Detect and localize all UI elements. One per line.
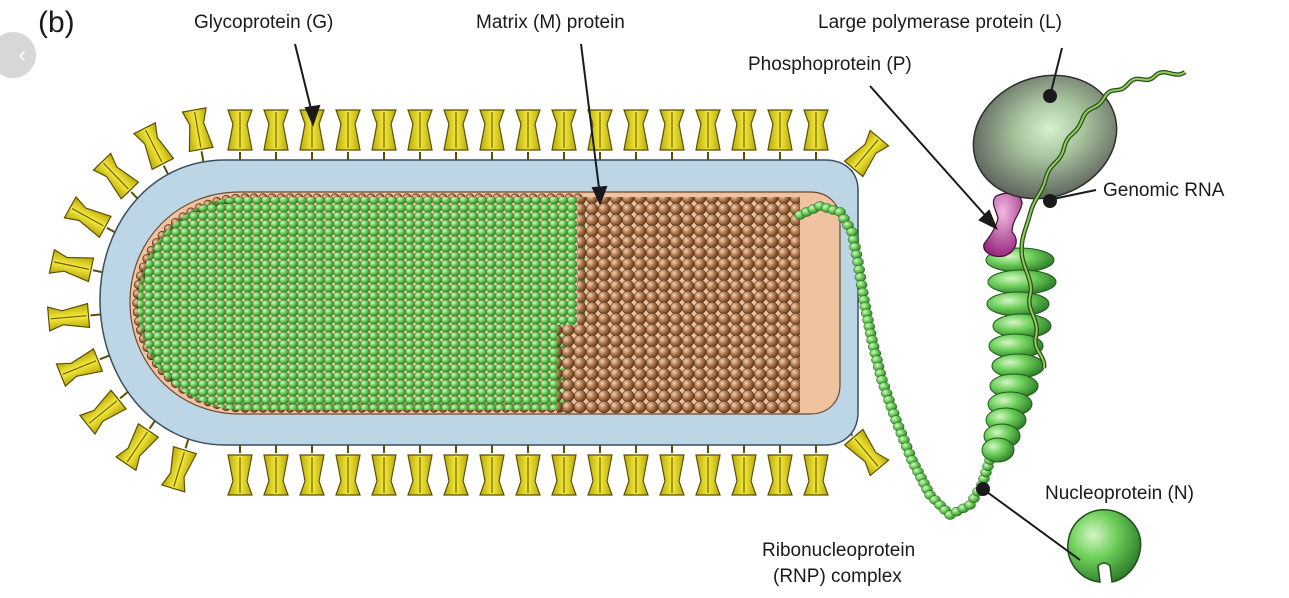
glycoprotein-spike-icon xyxy=(588,443,612,495)
glycoprotein-spike-icon xyxy=(624,443,648,495)
glycoprotein-spike-icon xyxy=(804,110,828,162)
glycoprotein-spike-icon xyxy=(696,110,720,162)
glycoprotein-spike-icon xyxy=(336,443,360,495)
glycoprotein-spike-icon xyxy=(444,443,468,495)
glycoprotein-spike-icon xyxy=(300,443,324,495)
label-polymerase: Large polymerase protein (L) xyxy=(818,12,1062,34)
glycoprotein-spike-icon xyxy=(552,110,576,162)
glycoprotein-spike-icon xyxy=(48,303,102,331)
glycoprotein-spike-icon xyxy=(336,110,360,162)
label-matrix-protein: Matrix (M) protein xyxy=(476,12,625,34)
glycoprotein-spike-icon xyxy=(552,443,576,495)
glycoprotein-spike-icon xyxy=(516,443,540,495)
glycoprotein-spike-icon xyxy=(768,110,792,162)
label-nucleoprotein: Nucleoprotein (N) xyxy=(1045,483,1194,505)
nucleocapsid-coil xyxy=(135,196,595,412)
rnp-coil xyxy=(982,248,1056,462)
panel-label: (b) xyxy=(38,6,75,40)
glycoprotein-spike-icon xyxy=(49,250,105,284)
glycoprotein-spike-icon xyxy=(264,110,288,162)
glycoprotein-spike-icon xyxy=(162,435,200,492)
label-rnp-line2: (RNP) complex xyxy=(773,566,902,588)
glycoprotein-spike-icon xyxy=(660,443,684,495)
glycoprotein-spike-icon xyxy=(228,110,252,162)
glycoprotein-spike-icon xyxy=(624,110,648,162)
glycoprotein-spike-icon xyxy=(228,443,252,495)
label-glycoprotein: Glycoprotein (G) xyxy=(194,12,333,34)
label-rnp-line1: Ribonucleoprotein xyxy=(762,540,915,562)
glycoprotein-spike-icon xyxy=(408,110,432,162)
glycoprotein-spike-icon xyxy=(732,110,756,162)
nucleoprotein-icon xyxy=(1068,510,1141,582)
label-phosphoprotein: Phosphoprotein (P) xyxy=(748,54,912,76)
glycoprotein-spike-icon xyxy=(56,344,113,386)
glycoprotein-spike-icon xyxy=(804,443,828,495)
label-genomic-rna: Genomic RNA xyxy=(1103,180,1224,202)
glycoprotein-spike-icon xyxy=(182,108,215,163)
glycoprotein-spike-icon xyxy=(264,443,288,495)
glycoprotein-spike-icon xyxy=(516,110,540,162)
glycoprotein-spike-icon xyxy=(372,110,396,162)
glycoprotein-spike-icon xyxy=(696,443,720,495)
glycoprotein-spike-icon xyxy=(480,110,504,162)
glycoprotein-spike-icon xyxy=(408,443,432,495)
glycoprotein-spike-icon xyxy=(372,443,396,495)
glycoprotein-spike-icon xyxy=(732,443,756,495)
glycoprotein-spike-icon xyxy=(444,110,468,162)
glycoprotein-spike-icon xyxy=(768,443,792,495)
glycoprotein-spike-icon xyxy=(480,443,504,495)
glycoprotein-spike-icon xyxy=(660,110,684,162)
